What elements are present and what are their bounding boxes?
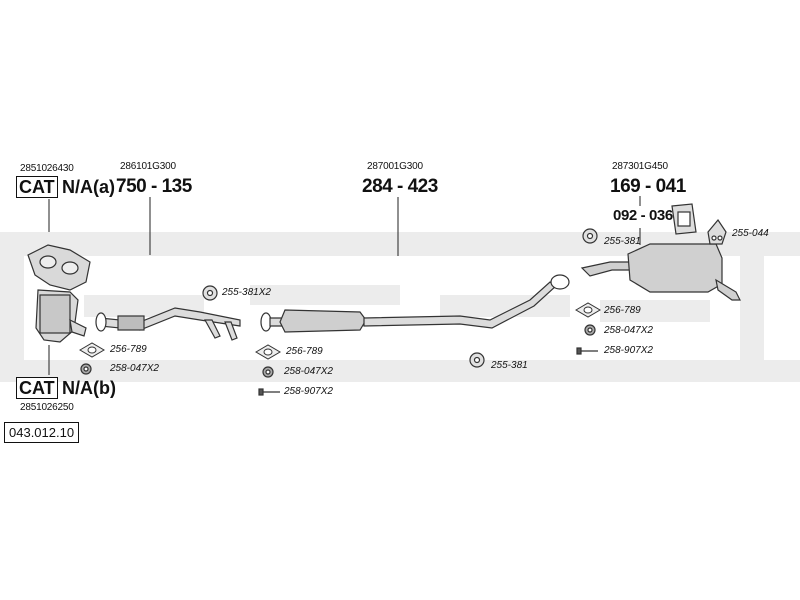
rubber-mount-label: 255-044 (732, 228, 769, 239)
bolt-icon (258, 388, 280, 396)
hanger-label: 255-381X2 (222, 287, 271, 298)
gasket-icon (255, 344, 281, 360)
front-gasket-label: 256-789 (110, 344, 147, 355)
catalyst-a-suffix: N/A(a) (62, 177, 115, 197)
middle-gasket-label: 256-789 (286, 346, 323, 357)
hanger-icon (202, 285, 218, 301)
front-pipe-part-number: 286101G300 (120, 161, 176, 172)
rear-gasket-label: 256-789 (604, 305, 641, 316)
catalyst-a-part-number: 2851026430 (20, 163, 74, 174)
spring-icon (584, 324, 596, 336)
hanger-icon (469, 352, 485, 368)
catalyst-b-cat-label: CAT (16, 377, 58, 399)
rear-silencer-code: 169 - 041 (610, 176, 686, 197)
rear-hanger-label: 255-381 (604, 236, 641, 247)
gasket-icon (79, 342, 105, 358)
middle-pipe-part-number: 287001G300 (367, 161, 423, 172)
bolt-icon (576, 347, 598, 355)
catalyst-b-suffix: N/A(b) (62, 378, 116, 398)
diagram-reference-number: 043.012.10 (4, 422, 80, 443)
bracket-code: 092 - 036 (613, 207, 673, 224)
bracket-icon (671, 203, 697, 235)
rear-spring-label: 258-047X2 (604, 325, 653, 336)
leader-lines (48, 196, 641, 375)
middle-pipe-code: 284 - 423 (362, 176, 438, 197)
middle-pipe (260, 281, 557, 333)
middle-bolt-label: 258-907X2 (284, 386, 333, 397)
catalyst-b-part-number: 2851026250 (20, 402, 74, 413)
middle-hanger-label: 255-381 (491, 360, 528, 371)
hanger-icon (582, 228, 598, 244)
gasket-icon (575, 302, 601, 318)
middle-spring-label: 258-047X2 (284, 366, 333, 377)
front-spring-label: 258-047X2 (110, 363, 159, 374)
spring-icon (80, 363, 92, 375)
rear-silencer (550, 243, 741, 301)
rear-bolt-label: 258-907X2 (604, 345, 653, 356)
rear-silencer-part-number: 287301G450 (612, 161, 668, 172)
front-pipe-code: 750 - 135 (116, 176, 192, 197)
catalyst-a-cat-label: CAT (16, 176, 58, 198)
rubber-mount-icon (707, 218, 727, 245)
catalyst-manifold (27, 244, 91, 343)
spring-icon (262, 366, 274, 378)
front-pipe (95, 307, 241, 341)
